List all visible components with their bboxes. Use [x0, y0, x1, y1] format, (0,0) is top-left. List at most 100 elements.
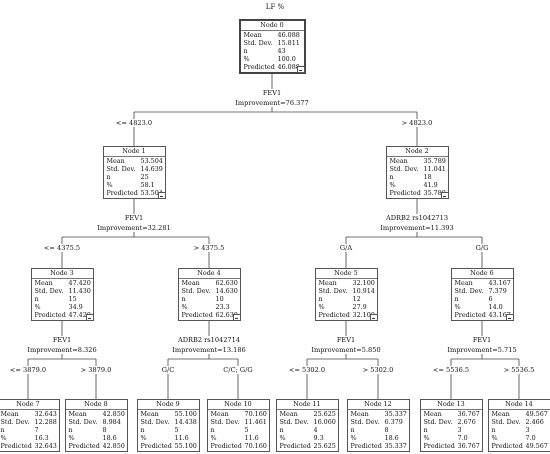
stat-value: 43.167 — [488, 278, 511, 287]
stat-value: 14.630 — [215, 286, 238, 295]
stat-row-mean: Mean 32.100 — [316, 279, 377, 287]
collapse-toggle-icon[interactable] — [157, 192, 166, 199]
collapse-toggle-icon[interactable] — [369, 314, 378, 321]
collapse-toggle-icon[interactable] — [296, 66, 305, 73]
stat-value: 8 — [384, 426, 389, 435]
stat-value: 7 — [34, 426, 39, 435]
stat-label: n — [423, 426, 428, 435]
collapse-toggle-icon[interactable] — [232, 314, 241, 321]
stat-row-pct: %11.6 — [138, 434, 199, 442]
stat-row-pct: %7.0 — [421, 434, 482, 442]
split-improvement: Improvement=5.850 — [311, 346, 381, 354]
branch-label: G/C — [161, 366, 175, 374]
branch-label: > 5536.5 — [503, 366, 535, 374]
stat-label: Std. Dev. — [106, 164, 136, 173]
stat-value: 10 — [215, 295, 224, 304]
stat-value: 35.789 — [423, 156, 446, 165]
collapse-toggle-icon[interactable] — [505, 314, 514, 321]
tree-title: LF % — [265, 3, 285, 11]
stat-value: 32.643 — [34, 409, 57, 418]
stat-label: Std. Dev. — [181, 286, 211, 295]
split-variable: ADRB2 rs1042713 — [385, 214, 449, 222]
stat-value: 49.567 — [525, 409, 548, 418]
stat-label: Mean — [140, 409, 159, 418]
stat-label: % — [350, 434, 357, 443]
stat-label: n — [181, 295, 186, 304]
stat-value: 10.914 — [352, 286, 375, 295]
node-label: Node 8 — [65, 400, 127, 410]
stat-row-sd: Std. Dev.2.466 — [489, 418, 550, 426]
stat-value: 36.767 — [457, 442, 480, 451]
stat-value: 47.420 — [68, 311, 91, 320]
node-label: Node 11 — [276, 400, 338, 410]
stat-label: Std. Dev. — [0, 417, 30, 426]
branch-label: > 3879.0 — [80, 366, 112, 374]
stat-row-sd: Std. Dev.6.379 — [348, 418, 409, 426]
stat-label: Std. Dev. — [68, 417, 98, 426]
stat-label: Mean — [0, 409, 19, 418]
branch-label: > 4823.0 — [401, 119, 433, 127]
stat-row-sd: Std. Dev. 16.060 — [277, 418, 338, 426]
stat-label: Mean — [318, 278, 337, 287]
stat-value: 3 — [457, 426, 462, 435]
stat-value: 23.3 — [215, 303, 230, 312]
branch-label: C/C; G/G — [223, 366, 253, 374]
stat-value: 16.060 — [313, 417, 336, 426]
stat-row-sd: Std. Dev.14.639 — [104, 165, 165, 173]
stat-label: Predicted — [68, 442, 100, 451]
stat-value: 25 — [140, 173, 149, 182]
split-variable: FEV1 — [336, 336, 356, 344]
stat-row-mean: Mean 49.567 — [489, 410, 550, 418]
collapse-toggle-icon[interactable] — [440, 192, 449, 199]
stat-value: 11.6 — [174, 434, 189, 443]
stat-row-sd: Std. Dev. 14.630 — [179, 287, 240, 295]
stat-label: Std. Dev. — [279, 417, 309, 426]
node-label: Node 13 — [420, 400, 482, 410]
stat-value: 11.430 — [68, 286, 91, 295]
stat-value: 11.6 — [244, 434, 259, 443]
stat-value: 9.3 — [313, 434, 324, 443]
stat-label: n — [34, 295, 39, 304]
stat-value: 32.100 — [352, 278, 375, 287]
collapse-toggle-icon[interactable] — [85, 314, 94, 321]
stat-row-mean: Mean 32.643 — [0, 410, 59, 418]
stat-value: 36.767 — [457, 409, 480, 418]
stat-label: % — [243, 55, 250, 64]
stat-label: Mean — [491, 409, 510, 418]
stat-label: % — [423, 434, 430, 443]
stat-value: 11.041 — [423, 164, 446, 173]
stat-label: Predicted — [350, 442, 382, 451]
stat-row-sd: Std. Dev.7.379 — [452, 287, 513, 295]
node-label: Node 2 — [386, 147, 448, 157]
stat-label: Predicted — [454, 311, 486, 320]
stat-label: Std. Dev. — [454, 286, 484, 295]
stat-value: 34.9 — [68, 303, 83, 312]
stat-label: Std. Dev. — [243, 38, 273, 47]
stat-label: n — [0, 426, 5, 435]
node-label: Node 1 — [103, 147, 165, 157]
node-label: Node 5 — [315, 269, 377, 279]
stat-label: n — [243, 47, 248, 56]
stat-row-sd: Std. Dev.11.041 — [387, 165, 448, 173]
stat-label: % — [454, 303, 461, 312]
